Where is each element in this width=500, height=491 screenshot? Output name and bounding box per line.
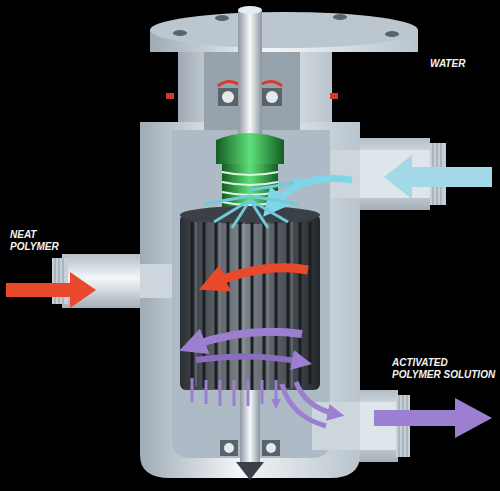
flow-label: NEAT POLYMER (10, 229, 70, 253)
top-bearing (218, 81, 282, 106)
polymer-arrow (6, 272, 96, 308)
flow-label: WATER (430, 58, 465, 70)
rotor-top (180, 206, 320, 224)
bearing-ball (224, 443, 234, 453)
solution-arrow (374, 398, 492, 438)
flow-arrows (6, 155, 492, 438)
water-spray-arrows (204, 182, 300, 228)
shaft-tip (236, 462, 264, 480)
bolt-hole (215, 15, 229, 21)
outlet-flow-curve (282, 382, 336, 426)
polymer-inlet-pipe (52, 254, 146, 308)
bearing-ball (222, 91, 234, 103)
top-flange (150, 12, 418, 52)
mixing-flow-curve (192, 332, 302, 346)
polymer-flow-curve (212, 268, 308, 284)
fin-highlights (196, 222, 292, 390)
bearing-race (218, 88, 238, 106)
bolt-hole (173, 30, 187, 36)
bearing-ball (266, 443, 276, 453)
bearing-seal (218, 81, 282, 86)
flange-top (150, 12, 418, 48)
bearing-race (220, 440, 238, 456)
pipe-thread (52, 258, 68, 304)
polymer-port (140, 264, 172, 298)
water-arrow (384, 155, 492, 199)
discharge-arrows (192, 378, 276, 406)
rotor (180, 206, 320, 390)
bolt-hole (333, 14, 347, 20)
shaft-end (238, 6, 262, 14)
flow-label: ACTIVATED POLYMER SOLUTION (392, 357, 499, 381)
bolt-hole (385, 31, 399, 37)
thread-lines (55, 258, 63, 304)
rotor-body (180, 214, 320, 390)
bottom-bearing (220, 440, 280, 480)
bearing-race (262, 88, 282, 106)
shaft-lower (240, 385, 260, 463)
hub-cap (216, 133, 284, 164)
rotor-fins (192, 222, 310, 390)
bearing-ball (266, 91, 278, 103)
inlet-port (330, 150, 360, 198)
mixing-flow-curve (196, 356, 302, 362)
bearing-race (262, 440, 280, 456)
seal-ring (330, 93, 338, 99)
housing-body (140, 122, 360, 478)
seal-ring (166, 93, 174, 99)
